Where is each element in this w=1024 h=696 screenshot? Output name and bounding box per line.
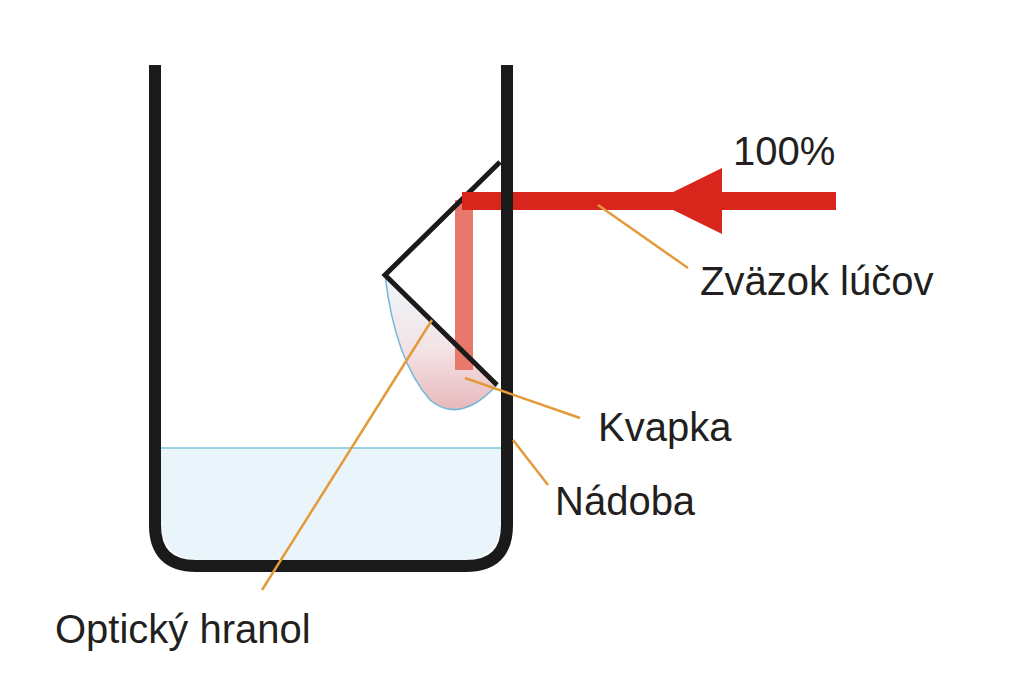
liquid [161, 448, 501, 560]
light-beam [462, 192, 836, 210]
part-label: Zväzok lúčov [700, 258, 933, 304]
leader-line [513, 440, 548, 485]
leader-line [465, 378, 580, 418]
liquid-surface [161, 447, 501, 449]
leader-line [598, 205, 688, 268]
leader-line [262, 320, 432, 590]
value-label: 100% [733, 128, 835, 174]
part-label: Optický hranol [55, 606, 311, 652]
beam-arrowhead [655, 168, 722, 234]
part-label: Kvapka [598, 404, 731, 450]
container [155, 65, 507, 566]
drop [385, 275, 497, 410]
part-label: Nádoba [555, 478, 695, 524]
